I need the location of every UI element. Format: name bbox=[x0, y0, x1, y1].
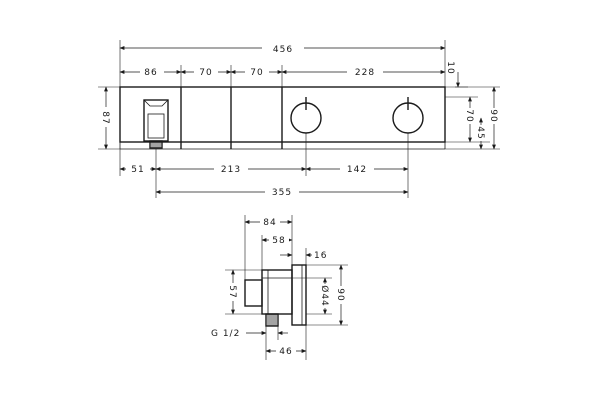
dim-height-57: 57 bbox=[227, 285, 237, 298]
dim-segment-70-b: 70 bbox=[250, 68, 263, 78]
dim-height-90: 90 bbox=[488, 109, 498, 122]
dim-bottom-355: 355 bbox=[272, 188, 292, 198]
valve-body-section bbox=[261, 269, 293, 315]
dim-bottom-142: 142 bbox=[347, 165, 367, 175]
shower-holder-icon bbox=[143, 99, 169, 149]
dim-bottom-213: 213 bbox=[221, 165, 241, 175]
dim-segment-70-a: 70 bbox=[199, 68, 212, 78]
dim-depth-46: 46 bbox=[279, 347, 292, 357]
thermostat-knob-icon bbox=[290, 97, 322, 134]
side-view: 84 58 16 57 Ø44 90 G 1/2 bbox=[211, 215, 348, 360]
dim-diameter-44: Ø44 bbox=[319, 285, 330, 307]
thermostat-knob-icon bbox=[392, 97, 424, 134]
front-view: 456 86 70 70 228 10 87 70 bbox=[98, 40, 500, 198]
dim-height-90-side: 90 bbox=[335, 288, 345, 301]
dim-height-87: 87 bbox=[100, 111, 110, 124]
thread-outlet-icon bbox=[265, 313, 279, 327]
dim-depth-58: 58 bbox=[272, 236, 285, 246]
dim-segment-228: 228 bbox=[355, 68, 375, 78]
dim-height-70: 70 bbox=[464, 109, 474, 122]
dim-depth-16: 16 bbox=[314, 251, 327, 261]
dim-top-offset: 10 bbox=[445, 61, 455, 74]
dim-depth-84: 84 bbox=[263, 218, 276, 228]
dim-height-45: 45 bbox=[475, 126, 485, 139]
dim-overall-width: 456 bbox=[273, 45, 293, 55]
dim-thread-g-half: G 1/2 bbox=[211, 329, 240, 339]
dim-segment-86: 86 bbox=[144, 68, 157, 78]
dim-bottom-51: 51 bbox=[131, 165, 144, 175]
cover-plate-section bbox=[291, 264, 307, 326]
